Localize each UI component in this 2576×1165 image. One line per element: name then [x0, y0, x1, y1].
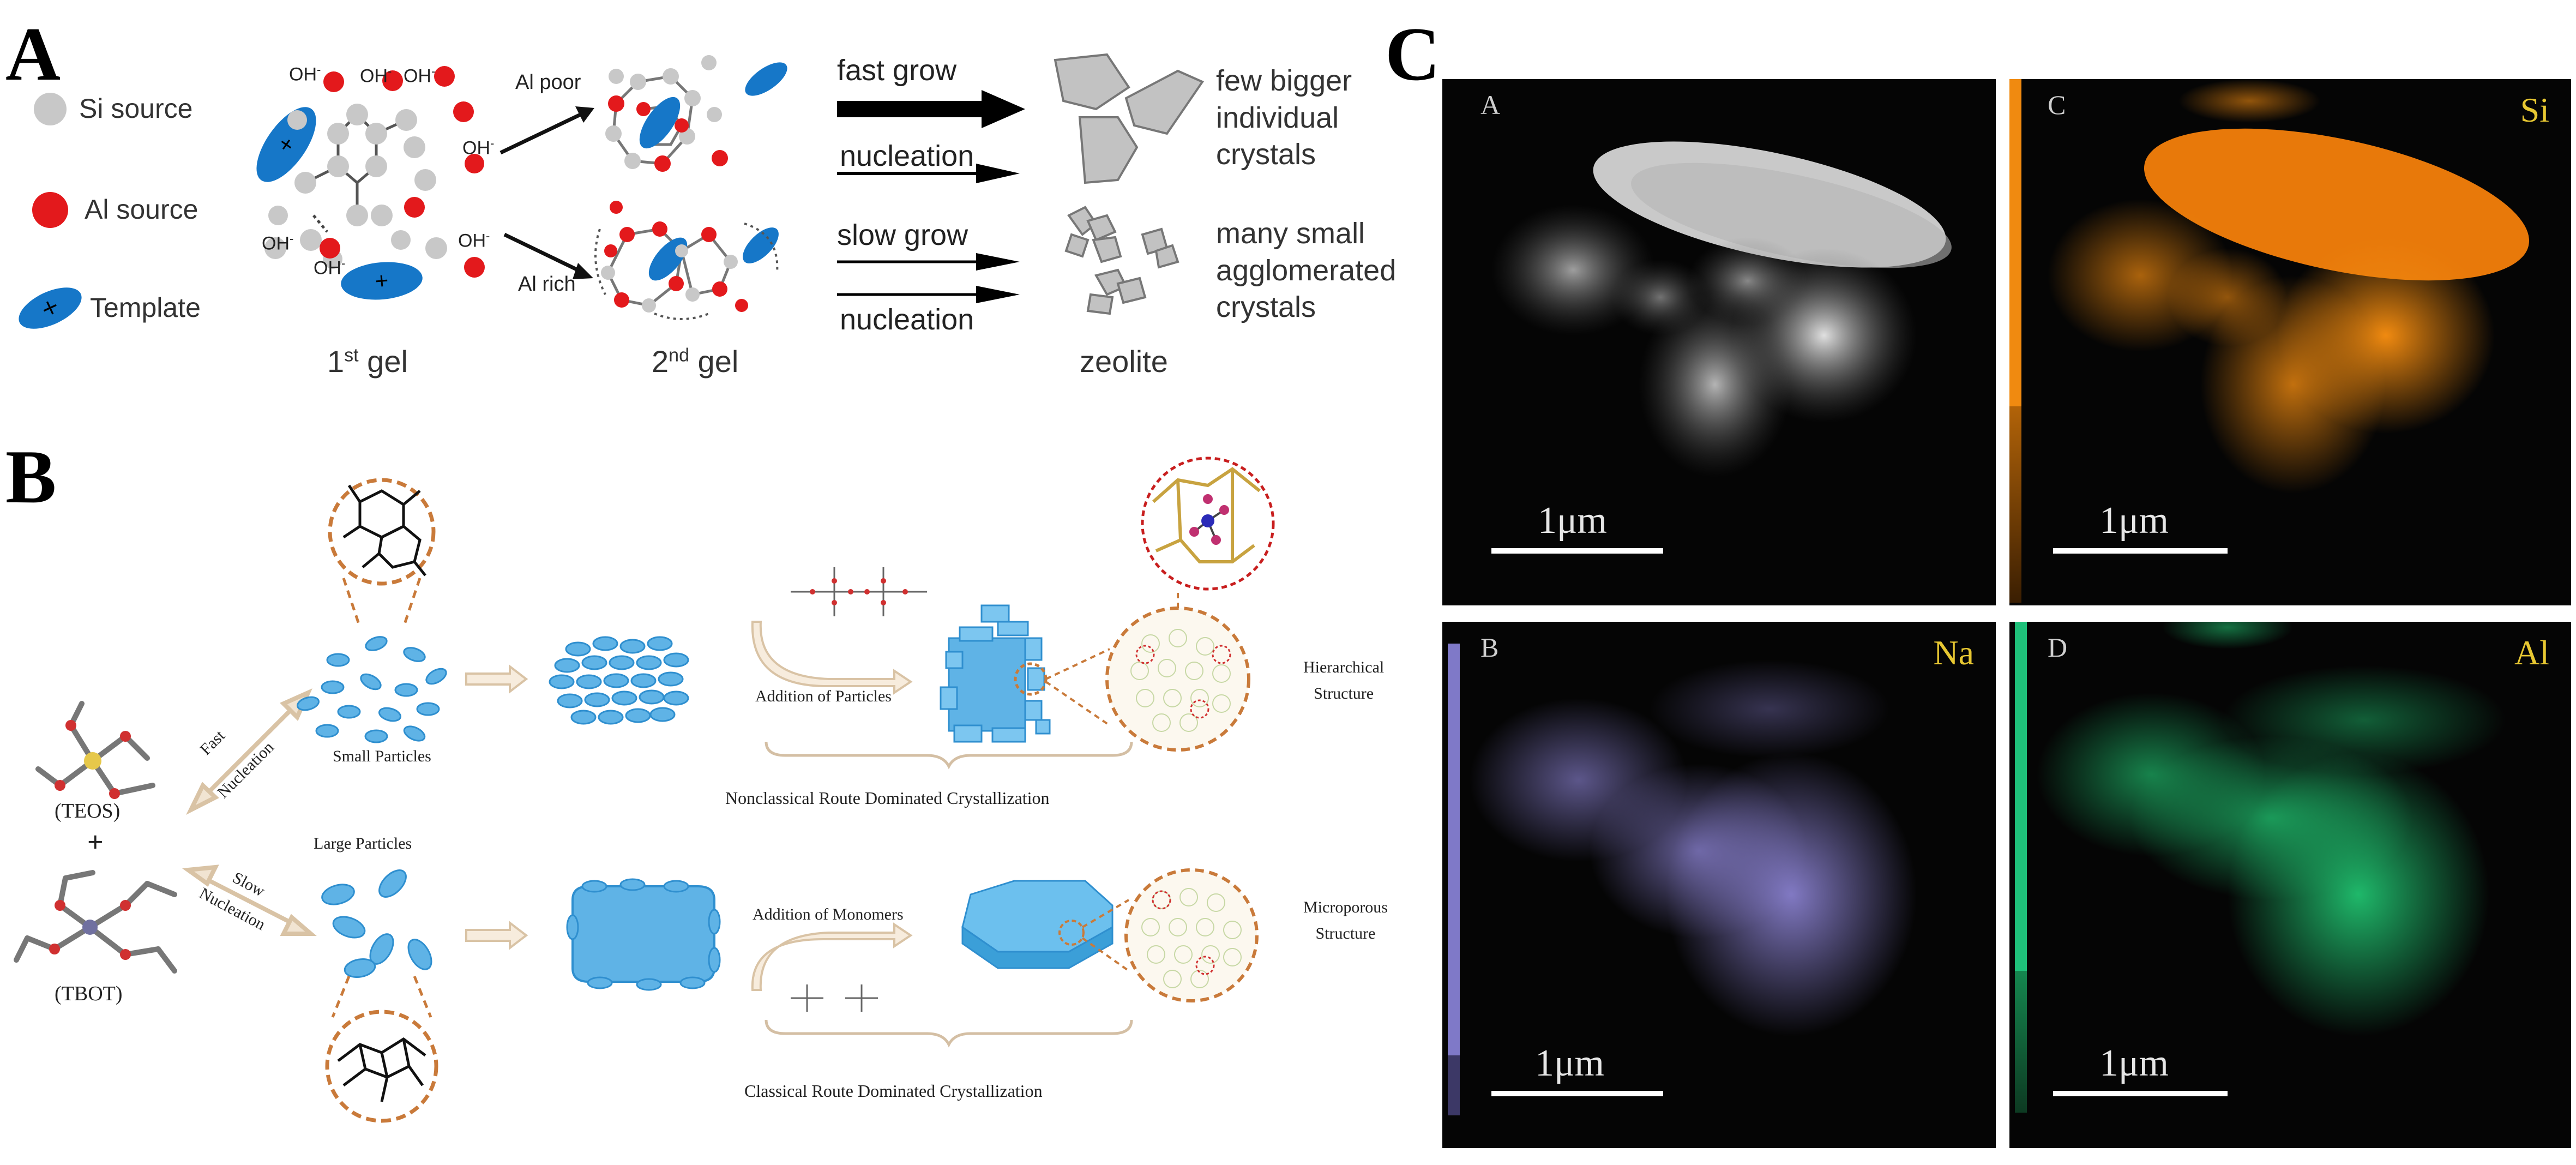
legend-al-source: Al source [85, 194, 198, 225]
oh-label: OH- [262, 232, 294, 254]
particle-aggregate [549, 636, 689, 725]
svg-text:+: + [374, 267, 390, 294]
em-panel-si-id: C [2048, 89, 2066, 120]
legend-si-source: Si source [79, 93, 193, 124]
hierarchical-crystal [940, 604, 1051, 743]
si-source-dot [34, 93, 67, 125]
plus-sign: + [87, 827, 104, 858]
em-panel-a: A 1μm [1442, 79, 1996, 605]
tbot-molecule [14, 870, 177, 974]
scale-bar [2053, 548, 2228, 554]
em-panel-al-id: D [2048, 632, 2068, 663]
nucleation-label: nucleation [840, 303, 974, 336]
panel-b-letter: B [5, 435, 57, 519]
first-gel-cluster: + + [256, 66, 485, 300]
large-slab [566, 878, 721, 991]
big-crystals [1054, 53, 1205, 184]
tbot-label: (TBOT) [55, 982, 123, 1005]
em-panel-a-id: A [1480, 89, 1501, 120]
element-si-label: Si [2520, 91, 2549, 129]
oh-label: OH- [458, 229, 490, 251]
scale-bar [1491, 548, 1663, 554]
al-poor-label: Al poor [515, 71, 581, 94]
addition-particles-label: Addition of Particles [755, 687, 892, 705]
slow-grow-label: slow grow [837, 219, 968, 251]
small-particles [296, 636, 447, 743]
em-panel-na: B Na 1μm [1442, 622, 1996, 1148]
second-gel-al-poor [605, 55, 787, 172]
nonclassical-label: Nonclassical Route Dominated Crystalliza… [725, 788, 1050, 808]
addition-monomers-label: Addition of Monomers [753, 905, 904, 923]
legend-template: Template [90, 292, 201, 323]
em-panel-si: C Si 1μm [2009, 79, 2571, 605]
fast-grow-arrow [837, 90, 1025, 128]
oh-label: OH- [404, 64, 436, 87]
panel-c-letter: C [1385, 12, 1441, 97]
oh-label: OH- [314, 256, 346, 279]
scale-label: 1μm [2099, 1042, 2169, 1084]
oh-label: OH- [462, 136, 495, 159]
oh-label: OH- [360, 64, 392, 87]
scale-bar [1491, 1091, 1663, 1096]
em-panel-al: D Al 1μm [2009, 622, 2571, 1148]
element-na-label: Na [1933, 633, 1974, 672]
em-panel-na-id: B [1480, 632, 1499, 663]
scale-label: 1μm [2099, 500, 2169, 542]
nucleation-label: nucleation [840, 140, 974, 172]
teos-label: (TEOS) [55, 800, 121, 822]
scale-bar [2053, 1091, 2228, 1096]
small-particles-label: Small Particles [333, 747, 431, 765]
large-particles-label: Large Particles [314, 834, 412, 852]
second-gel-label: 2nd gel [652, 344, 739, 379]
small-crystals [1064, 206, 1179, 315]
template-ellipse: + [19, 287, 82, 329]
classical-label: Classical Route Dominated Crystallizatio… [744, 1081, 1043, 1101]
teos-molecule [35, 701, 155, 796]
large-particles [321, 869, 432, 978]
element-al-label: Al [2514, 633, 2549, 672]
zeolite-label: zeolite [1080, 344, 1168, 379]
al-rich-label: Al rich [518, 273, 576, 296]
oh-label: OH- [289, 63, 321, 85]
first-gel-label: 1st gel [327, 344, 408, 379]
panel-a-letter: A [5, 12, 61, 97]
microporous-crystal [961, 880, 1114, 969]
al-source-dot [32, 192, 68, 228]
scale-label: 1μm [1538, 500, 1607, 542]
fast-grow-label: fast grow [837, 54, 957, 87]
second-gel-al-rich [594, 201, 779, 320]
scale-label: 1μm [1535, 1042, 1604, 1084]
